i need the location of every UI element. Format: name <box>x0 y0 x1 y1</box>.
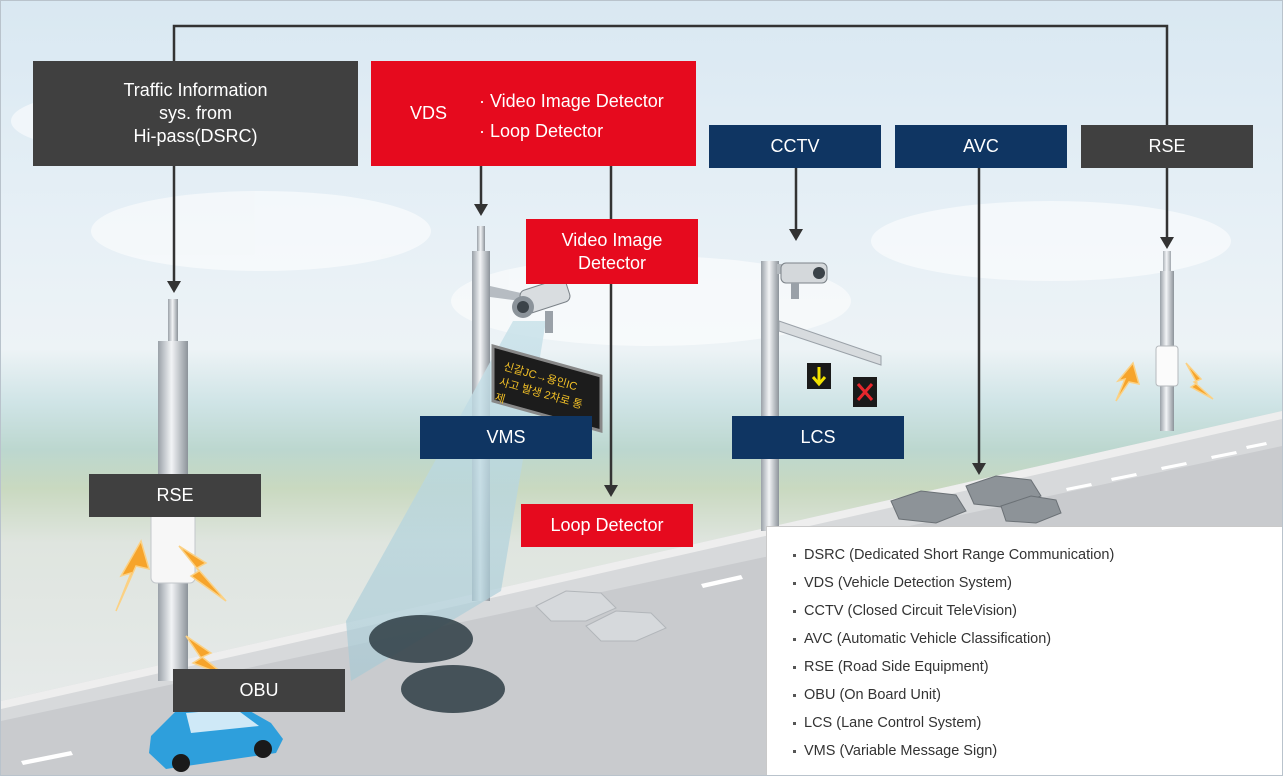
legend-item-vms: VMS (Variable Message Sign) <box>793 737 1282 765</box>
car-icon <box>149 706 283 772</box>
arrow-heads <box>167 204 1174 497</box>
traffic-info-line-3: Hi-pass(DSRC) <box>133 126 258 146</box>
vds-box: VDS <box>371 61 696 166</box>
lightning-icon <box>115 361 1214 677</box>
camera-icon <box>512 278 571 333</box>
legend-item-avc: AVC (Automatic Vehicle Classification) <box>793 625 1282 653</box>
legend-item-rse: RSE (Road Side Equipment) <box>793 653 1282 681</box>
legend-panel: DSRC (Dedicated Short Range Communicatio… <box>766 526 1282 775</box>
vds-item-video: · Video Image Detector <box>479 91 664 111</box>
traffic-info-line-2: sys. from <box>158 103 232 123</box>
rse-left-box: RSE <box>89 474 261 517</box>
rse-top-box: RSE <box>1081 125 1253 168</box>
vms-box: VMS <box>420 416 592 459</box>
video-image-detector-box: Video Image Detector <box>526 219 698 284</box>
legend-item-dsrc: DSRC (Dedicated Short Range Communicatio… <box>793 541 1282 569</box>
vds-item-loop: · Loop Detector <box>479 121 604 141</box>
cctv-pole <box>761 261 882 531</box>
legend-item-lcs: LCS (Lane Control System) <box>793 709 1282 737</box>
vds-title: VDS <box>410 103 448 123</box>
avc-box: AVC <box>895 125 1067 168</box>
loop-detector-pads <box>535 590 667 642</box>
legend-item-cctv: CCTV (Closed Circuit TeleVision) <box>793 597 1282 625</box>
cctv-camera-icon <box>780 262 828 299</box>
avc-pads <box>890 475 1062 524</box>
rse-pole-right <box>1155 251 1179 431</box>
vds-item-list: · Video Image Detector · Loop Detector <box>479 86 664 146</box>
legend-item-vds: VDS (Vehicle Detection System) <box>793 569 1282 597</box>
camera-beam <box>346 321 546 681</box>
legend-item-obu: OBU (On Board Unit) <box>793 681 1282 709</box>
lane-x-icon <box>853 377 877 407</box>
cctv-box: CCTV <box>709 125 881 168</box>
video-image-detector-line-2: Detector <box>577 252 647 273</box>
traffic-info-line-1: Traffic Information <box>123 80 268 100</box>
obu-box: OBU <box>173 669 345 712</box>
vms-sign-board <box>491 344 603 433</box>
traffic-info-box: Traffic Information sys. from Hi-pass(DS… <box>33 61 358 166</box>
lcs-box: LCS <box>732 416 904 459</box>
video-image-detector-line-1: Video Image <box>561 229 663 250</box>
legend-list: DSRC (Dedicated Short Range Communicatio… <box>767 527 1282 765</box>
lane-arrow-icon <box>807 363 831 389</box>
loop-detector-box: Loop Detector <box>521 504 693 547</box>
